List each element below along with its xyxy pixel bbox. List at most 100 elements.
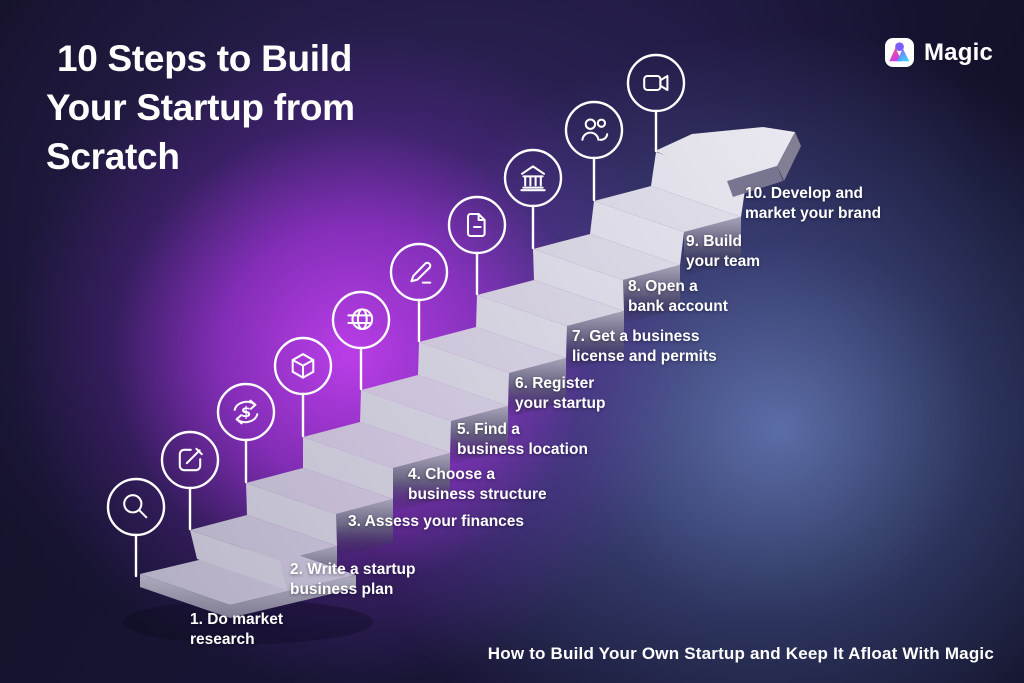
stair-riser-3: [303, 437, 393, 499]
stair-riser-1: [190, 530, 287, 590]
step-circle-2: [160, 430, 220, 490]
title-line-3: Scratch: [46, 136, 180, 177]
stair-side-5: [451, 406, 508, 465]
step-label-7: 7. Get a business license and permits: [572, 327, 717, 367]
arrow-underside-edge: [727, 166, 783, 197]
step-marker-2: [160, 430, 220, 531]
step-circle-4: [273, 336, 333, 396]
stair-side-6: [509, 358, 566, 417]
step-label-9-line2: your team: [686, 253, 761, 270]
dollar-refresh-icon: [233, 399, 259, 425]
step-label-6-line2: your startup: [515, 395, 606, 412]
stair-tread-5: [361, 375, 508, 421]
step-label-2-line1: 2. Write a startup: [290, 561, 416, 578]
step-circle-6: [389, 242, 449, 302]
step-circle-9: [564, 100, 624, 160]
document-icon: [466, 212, 486, 238]
step-label-6: 6. Register your startup: [515, 374, 605, 414]
cube-icon: [291, 353, 315, 379]
page-title: 10 Steps to Build Your Startup from Scra…: [46, 34, 355, 181]
pen-icon: [410, 261, 432, 284]
step-label-1: 1. Do market research: [190, 610, 283, 650]
brand-logo: Magic: [884, 38, 993, 67]
stair-side-3: [336, 499, 393, 558]
step-label-5: 5. Find a business location: [457, 420, 588, 460]
arrow-underside-tip: [777, 132, 801, 181]
stair-side-7: [567, 311, 624, 370]
step-markers: [106, 53, 686, 578]
step-label-3-line1: 3. Assess your finances: [348, 513, 525, 530]
step-marker-1: [106, 477, 166, 578]
stair-riser-8: [590, 201, 684, 265]
step-circle-5: [331, 290, 391, 350]
step-marker-4: [273, 336, 333, 438]
stair-side-4: [393, 453, 450, 512]
stair-riser-9: [651, 152, 746, 217]
step-label-8-line1: 8. Open a: [628, 278, 698, 295]
step-marker-3: [216, 382, 276, 484]
stair-tread-3: [246, 468, 393, 514]
footer-caption: How to Build Your Own Startup and Keep I…: [487, 644, 994, 663]
step-marker-8: [503, 148, 563, 250]
step-label-9: 9. Build your team: [686, 232, 760, 272]
stair-tread-8: [533, 234, 680, 280]
step-marker-10: [626, 53, 686, 153]
arrow-top-step: [655, 127, 795, 181]
step-label-7-line2: license and permits: [572, 348, 717, 365]
magnifier-icon: [123, 494, 148, 519]
brand-name: Magic: [923, 38, 993, 66]
step-label-10-line2: market your brand: [745, 205, 882, 222]
step-marker-7: [447, 195, 507, 296]
stair-riser-4: [360, 390, 451, 453]
step-circle-8: [503, 148, 563, 208]
step-circle-7: [447, 195, 507, 255]
magic-logo-icon: [884, 38, 914, 67]
step-marker-6: [389, 242, 449, 343]
step-label-6-line1: 6. Register: [515, 375, 595, 392]
step-circle-3: [216, 382, 276, 442]
globe-icon: [347, 308, 374, 331]
step-label-1-line2: research: [190, 631, 255, 648]
step-label-10: 10. Develop and market your brand: [745, 184, 881, 224]
stair-platform-edge-left: [140, 574, 230, 618]
step-label-8: 8. Open a bank account: [628, 277, 728, 317]
stair-riser-2: [246, 483, 337, 546]
stair-platform-edge-right: [230, 575, 356, 618]
step-circle-10: [626, 53, 686, 113]
step-label-9-line1: 9. Build: [686, 233, 742, 250]
step-label-1-line1: 1. Do market: [190, 611, 284, 628]
staircase-steps: [123, 127, 801, 644]
title-line-1: 10 Steps to Build: [57, 38, 353, 79]
users-icon: [581, 118, 609, 141]
edit-icon: [178, 447, 203, 472]
stair-tread-7: [477, 280, 624, 326]
stair-tread-6: [419, 327, 566, 373]
step-label-5-line1: 5. Find a: [457, 421, 520, 438]
stair-tread-9: [594, 186, 741, 232]
step-marker-5: [331, 290, 391, 391]
bank-icon: [520, 165, 546, 192]
step-label-4: 4. Choose a business structure: [408, 465, 547, 505]
step-label-2-line2: business plan: [290, 581, 394, 598]
stair-side-9: [684, 217, 741, 276]
step-label-7-line1: 7. Get a business: [572, 328, 700, 345]
stair-riser-7: [533, 249, 624, 311]
step-label-4-line1: 4. Choose a: [408, 466, 495, 483]
step-label-10-line1: 10. Develop and: [745, 185, 864, 202]
step-label-5-line2: business location: [457, 441, 588, 458]
platform-shadow: [123, 600, 373, 644]
step-circle-1: [106, 477, 166, 537]
step-label-4-line2: business structure: [408, 486, 547, 503]
stair-riser-5: [418, 342, 509, 406]
title-line-2: Your Startup from: [46, 87, 355, 128]
step-marker-9: [564, 100, 624, 202]
step-label-3: 3. Assess your finances: [348, 512, 524, 532]
stair-riser-6: [476, 295, 567, 358]
step-label-2: 2. Write a startup business plan: [290, 560, 415, 600]
video-camera-icon: [643, 74, 669, 92]
stair-tread-2: [190, 515, 337, 561]
stair-side-8: [623, 265, 680, 324]
step-label-8-line2: bank account: [628, 298, 728, 315]
